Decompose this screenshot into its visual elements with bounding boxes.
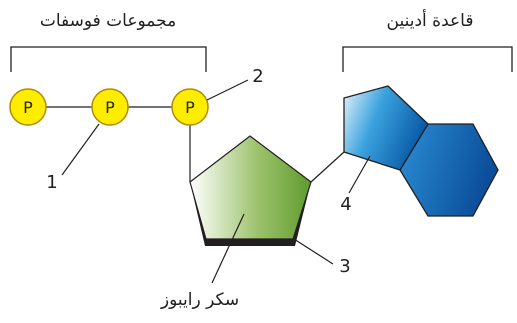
phosphate-group-2: P bbox=[91, 88, 129, 126]
phosphate-symbol: P bbox=[105, 98, 115, 117]
phosphate-group-3: P bbox=[171, 88, 209, 126]
ribose-sugar-label: سكر رايبوز bbox=[160, 290, 239, 310]
phosphate-groups-bracket bbox=[10, 46, 207, 72]
callout-4-leader bbox=[348, 155, 371, 194]
callout-2: 2 bbox=[252, 66, 263, 87]
adenine-pentagon-ring bbox=[343, 85, 429, 171]
callout-3: 3 bbox=[339, 256, 350, 277]
adenine-base-bracket bbox=[342, 46, 513, 72]
phosphate-groups-label: مجموعات فوسفات bbox=[40, 11, 176, 31]
adenine-base-label: قاعدة أدينين bbox=[387, 9, 474, 31]
callout-3-leader bbox=[293, 238, 334, 265]
sugar-base-bond bbox=[310, 151, 345, 183]
callout-4: 4 bbox=[340, 194, 351, 215]
callout-1-leader bbox=[61, 123, 100, 176]
phosphate-symbol: P bbox=[185, 98, 195, 117]
ribose-label-leader bbox=[211, 213, 245, 284]
phosphate-group-1: P bbox=[9, 88, 47, 126]
callout-2-leader bbox=[206, 79, 249, 101]
phosphate-symbol: P bbox=[23, 98, 33, 117]
ribose-sugar-pentagon bbox=[189, 135, 312, 240]
callout-1: 1 bbox=[46, 172, 57, 193]
